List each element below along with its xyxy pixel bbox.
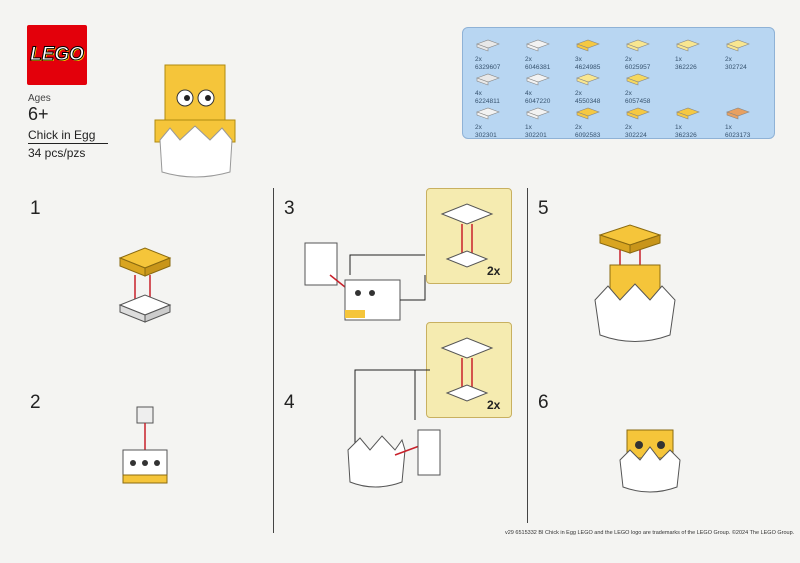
part-id: 6025957 — [625, 64, 651, 71]
step-number: 3 — [284, 198, 295, 219]
part-qty: 4x — [475, 90, 482, 97]
brick-icon — [475, 72, 525, 88]
step-6-illustration — [619, 429, 681, 493]
part-id: 302724 — [725, 64, 747, 71]
part-qty: 1x — [525, 124, 532, 131]
brick-icon — [675, 38, 725, 54]
brick-icon — [575, 72, 625, 88]
step-number: 5 — [538, 198, 549, 219]
part-qty: 2x — [575, 124, 582, 131]
part-id: 362226 — [675, 64, 697, 71]
brick-icon — [625, 38, 675, 54]
brick-icon — [525, 72, 575, 88]
brick-icon — [625, 72, 675, 88]
multiplier-label: 2x — [487, 398, 501, 412]
part-id: 302301 — [475, 132, 497, 139]
age-value: 6+ — [28, 104, 49, 124]
part-id: 302224 — [625, 132, 647, 139]
step-number: 4 — [284, 392, 295, 413]
step-5-illustration — [594, 224, 676, 342]
part-qty: 4x — [525, 90, 532, 97]
brick-icon — [725, 106, 775, 122]
subassembly-inset: 2x — [426, 188, 512, 284]
step-4-illustration — [347, 369, 441, 488]
part-qty: 2x — [625, 56, 632, 63]
part-id: 302201 — [525, 132, 547, 139]
step-number: 1 — [30, 198, 41, 219]
part-id: 6023173 — [725, 132, 751, 139]
part-id: 6092583 — [575, 132, 601, 139]
part-qty: 1x — [675, 124, 682, 131]
part-id: 4550348 — [575, 98, 601, 105]
brick-icon — [575, 106, 625, 122]
step-2-illustration — [122, 406, 168, 484]
piece-count: 34 pcs/pzs — [28, 146, 86, 160]
footer-legal: v29 6515332 BI Chick in Egg LEGO and the… — [505, 530, 795, 536]
part-qty: 2x — [625, 90, 632, 97]
step-number: 6 — [538, 392, 549, 413]
part-id: 6047220 — [525, 98, 551, 105]
part-id: 6329607 — [475, 64, 501, 71]
set-name: Chick in Egg — [28, 128, 108, 144]
part-qty: 2x — [525, 56, 532, 63]
part-qty: 2x — [625, 124, 632, 131]
step-1-illustration — [118, 247, 172, 323]
chick-model-image — [154, 64, 236, 178]
part-qty: 2x — [725, 56, 732, 63]
brick-icon — [625, 106, 675, 122]
brick-icon — [525, 38, 575, 54]
part-id: 6046381 — [525, 64, 551, 71]
lego-logo: LEGO — [27, 25, 87, 85]
step-3-illustration — [304, 242, 426, 321]
brick-icon — [475, 106, 525, 122]
brick-icon — [575, 38, 625, 54]
multiplier-label: 2x — [487, 264, 501, 278]
part-id: 6224811 — [475, 98, 500, 105]
part-qty: 1x — [675, 56, 682, 63]
step-number: 2 — [30, 392, 41, 413]
part-qty: 3x — [575, 56, 582, 63]
brick-icon — [475, 38, 525, 54]
part-qty: 2x — [575, 90, 582, 97]
part-qty: 2x — [475, 124, 482, 131]
part-id: 4624985 — [575, 64, 601, 71]
brick-icon — [725, 38, 775, 54]
brick-icon — [525, 106, 575, 122]
column-divider — [527, 188, 528, 523]
part-id: 362326 — [675, 132, 697, 139]
part-id: 6057458 — [625, 98, 651, 105]
brick-icon — [675, 106, 725, 122]
part-qty: 2x — [475, 56, 482, 63]
part-qty: 1x — [725, 124, 732, 131]
column-divider — [273, 188, 274, 533]
ages-label: Ages — [28, 93, 51, 104]
subassembly-inset: 2x — [426, 322, 512, 418]
